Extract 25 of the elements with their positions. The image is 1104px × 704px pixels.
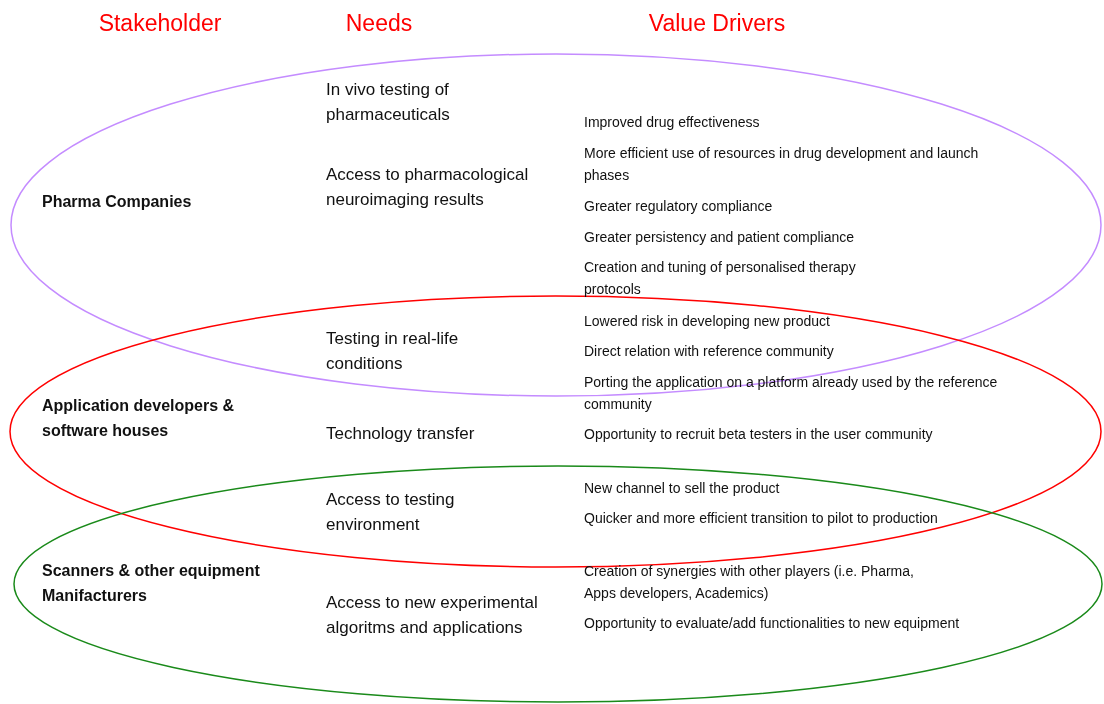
value-driver-text: Greater regulatory compliance bbox=[584, 197, 774, 216]
need-text: Access to new experimental algoritms and applications bbox=[326, 592, 539, 639]
stakeholder-label: Pharma Companies bbox=[42, 192, 193, 212]
value-driver-text: Lowered risk in developing new product bbox=[584, 312, 831, 331]
value-driver-text: Quicker and more efficient transition to pilot to production bbox=[584, 509, 939, 528]
stakeholder-label: Application developers & software houses bbox=[42, 396, 236, 441]
value-driver-text: Porting the application on a platform already used by the reference community bbox=[584, 373, 999, 414]
value-driver-text: Opportunity to recruit beta testers in the user community bbox=[584, 425, 934, 444]
value-driver-text: Opportunity to evaluate/add functionalities to new equipment bbox=[584, 614, 961, 633]
value-driver-text: More efficient use of resources in drug development and launch phases bbox=[584, 144, 980, 185]
value-driver-text: New channel to sell the product bbox=[584, 479, 781, 498]
need-text: Access to pharmacological neuroimaging results bbox=[326, 164, 530, 211]
need-text: In vivo testing of pharmaceuticals bbox=[326, 79, 451, 126]
value-driver-text: Direct relation with reference community bbox=[584, 342, 835, 361]
need-text: Access to testing environment bbox=[326, 489, 456, 536]
value-driver-text: Creation of synergies with other players (i.e. Pharma, Apps developers, Academics) bbox=[584, 562, 914, 603]
value-driver-text: Creation and tuning of personalised therapy protocols bbox=[584, 258, 857, 299]
column-header: Needs bbox=[345, 10, 413, 37]
column-header: Value Drivers bbox=[648, 10, 786, 37]
need-text: Technology transfer bbox=[326, 423, 476, 445]
stakeholder-label: Scanners & other equipment Manifacturers bbox=[42, 561, 261, 606]
need-text: Testing in real-life conditions bbox=[326, 328, 460, 375]
value-driver-text: Improved drug effectiveness bbox=[584, 113, 761, 132]
value-driver-text: Greater persistency and patient compliance bbox=[584, 228, 856, 247]
column-header: Stakeholder bbox=[98, 10, 222, 37]
